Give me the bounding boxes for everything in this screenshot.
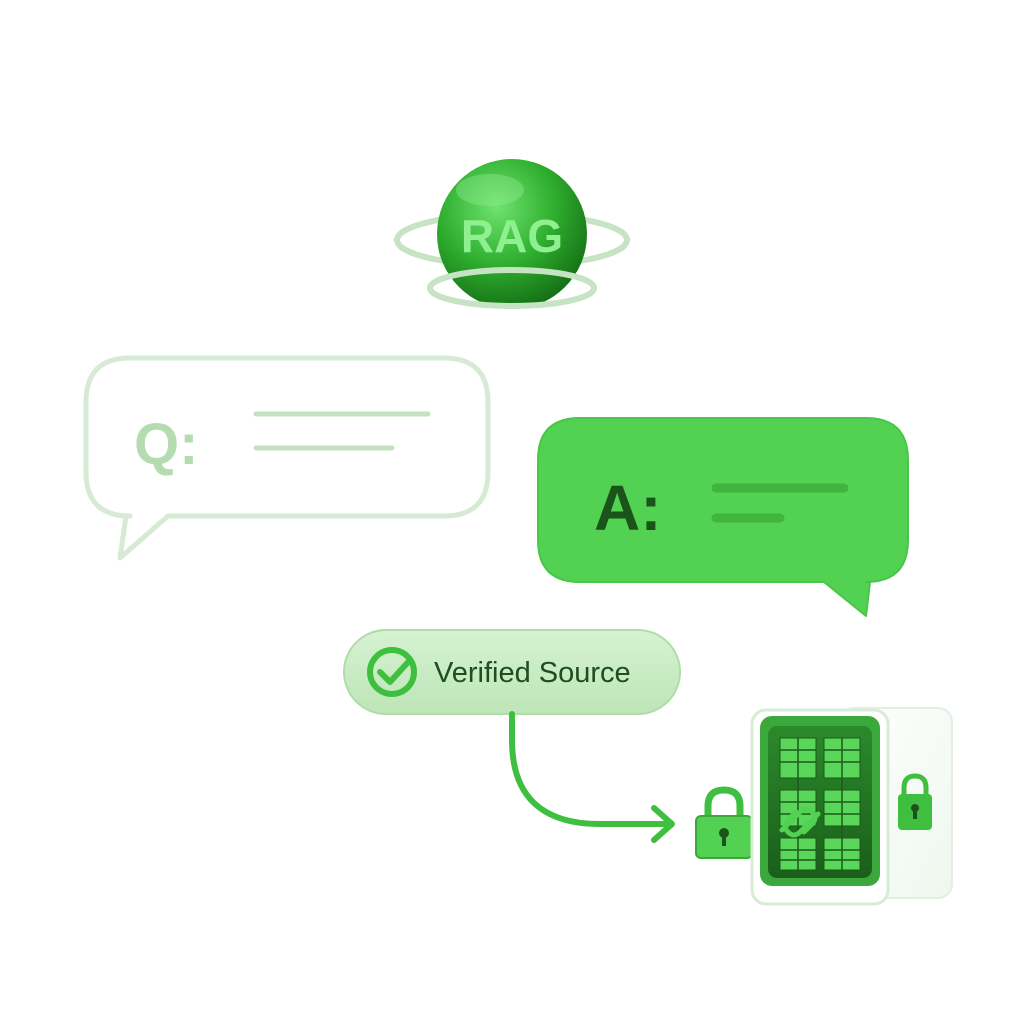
verified-source-pill: Verified Source: [343, 629, 681, 715]
answer-bubble: A:: [537, 417, 909, 617]
verified-source-label: Verified Source: [434, 657, 631, 689]
question-bubble-outline: [83, 355, 491, 561]
link-icon: [779, 806, 821, 838]
check-circle-icon: [367, 647, 417, 697]
question-prefix: Q:: [134, 412, 198, 477]
orbit-ring-front: [427, 267, 597, 309]
rag-label: RAG: [461, 210, 563, 262]
sphere-highlight: [456, 174, 524, 206]
arrow-right-icon: [509, 711, 675, 843]
padlock-icon: [695, 786, 753, 859]
padlock-icon: [898, 773, 932, 830]
question-bubble: Q:: [83, 355, 491, 561]
answer-prefix: A:: [594, 472, 662, 544]
vault-grid-lines: [780, 738, 860, 870]
rag-badge: RAG: [394, 159, 630, 309]
document-vault-icon: [750, 707, 953, 906]
